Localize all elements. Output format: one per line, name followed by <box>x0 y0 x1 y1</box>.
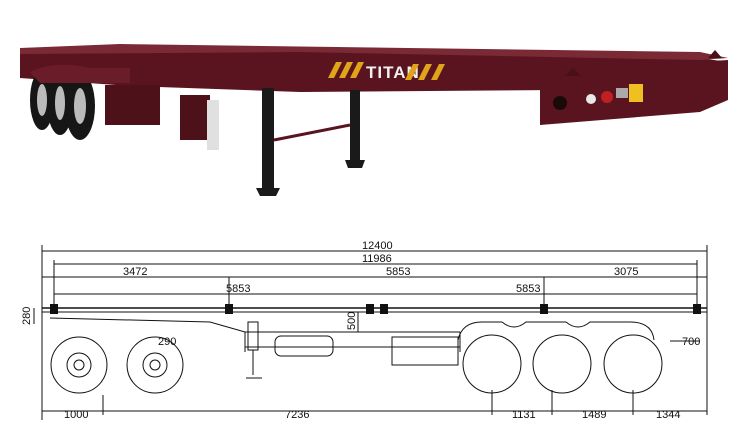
mud-flap <box>207 100 219 150</box>
dimension-drawing: 12400 11986 3472 5853 3075 5853 5853 280… <box>21 240 708 421</box>
crank-bar <box>273 123 351 142</box>
dim-axle-spacing-1: 1131 <box>512 409 536 421</box>
dim-rear-overhang: 1344 <box>656 409 680 421</box>
dim-axle-spacing-2: 1489 <box>582 409 606 421</box>
landing-leg-right <box>350 90 360 160</box>
brand-logo: TITAN <box>366 63 420 82</box>
dim-front-height: 280 <box>21 307 33 325</box>
rear-wheels <box>30 70 95 140</box>
dim-twistlock-right: 5853 <box>516 283 540 295</box>
landing-leg-left <box>262 88 274 188</box>
brand-seal-icon <box>601 91 613 103</box>
frame-top-highlight <box>20 44 728 60</box>
hazard-stripes-right <box>405 64 445 80</box>
rear-socket <box>553 96 567 110</box>
twistlocks <box>50 304 701 314</box>
twistlock-cone <box>565 68 581 76</box>
rear-light <box>586 94 596 104</box>
dim-middle-segment: 5853 <box>386 266 410 278</box>
twistlock-cone <box>708 50 722 58</box>
technical-drawing: 12400 11986 3472 5853 3075 5853 5853 280… <box>0 230 750 421</box>
dim-twistlock-left: 5853 <box>226 283 250 295</box>
tool-box <box>105 85 160 125</box>
fender <box>30 64 130 83</box>
hazard-stripes-left <box>328 62 364 78</box>
dim-gooseneck-drop: 290 <box>158 336 176 348</box>
dim-kingpin-offset: 1000 <box>64 409 88 421</box>
dim-rear-segment: 3075 <box>614 266 638 278</box>
trailer-illustration: TITAN <box>20 44 728 196</box>
dim-frame-length: 11986 <box>362 253 392 265</box>
info-plate <box>616 88 628 98</box>
dim-rear-height: 700 <box>682 336 700 348</box>
dim-mid-height: 500 <box>346 312 358 330</box>
warning-label <box>629 84 643 102</box>
dim-kingpin-to-axle: 7236 <box>285 409 309 421</box>
dim-overall-length: 12400 <box>362 240 393 252</box>
dim-front-segment: 3472 <box>123 266 147 278</box>
spare-box <box>180 95 210 140</box>
trailer-photo: TITAN <box>20 44 728 196</box>
